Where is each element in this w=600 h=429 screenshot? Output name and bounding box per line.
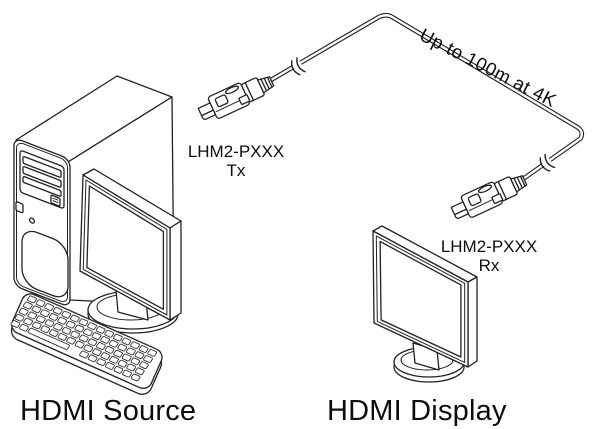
- cable-break-mark-tx: [290, 57, 305, 76]
- display-monitor-side-edge: [468, 277, 477, 367]
- cable-break-mark-rx: [539, 154, 555, 173]
- fiber-cable: [271, 15, 582, 179]
- rx-role-label: Rx: [478, 256, 500, 275]
- tower-front-face: [14, 138, 70, 307]
- keyboard-illustration: [6, 291, 167, 398]
- hdmi-rx-connector-illustration: [448, 168, 531, 225]
- tx-model-label: LHM2-PXXX: [187, 142, 285, 161]
- source-monitor-panel: [80, 175, 170, 320]
- source-monitor-side-edge: [170, 221, 181, 320]
- display-monitor-panel: [373, 231, 468, 367]
- rx-model-label: LHM2-PXXX: [440, 237, 538, 256]
- keyboard-keys: [10, 296, 157, 382]
- source-monitor-illustration: [80, 169, 181, 333]
- source-monitor-screen: [87, 186, 163, 309]
- tx-unit-label: LHM2-PXXX Tx: [181, 142, 291, 180]
- display-monitor-illustration: [373, 226, 477, 382]
- rx-unit-label: LHM2-PXXX Rx: [436, 237, 542, 275]
- tx-role-label: Tx: [226, 161, 246, 180]
- display-caption: HDMI Display: [327, 395, 507, 427]
- display-monitor-screen: [380, 242, 461, 358]
- source-caption: HDMI Source: [20, 395, 197, 427]
- hdmi-tx-connector-illustration: [195, 69, 278, 126]
